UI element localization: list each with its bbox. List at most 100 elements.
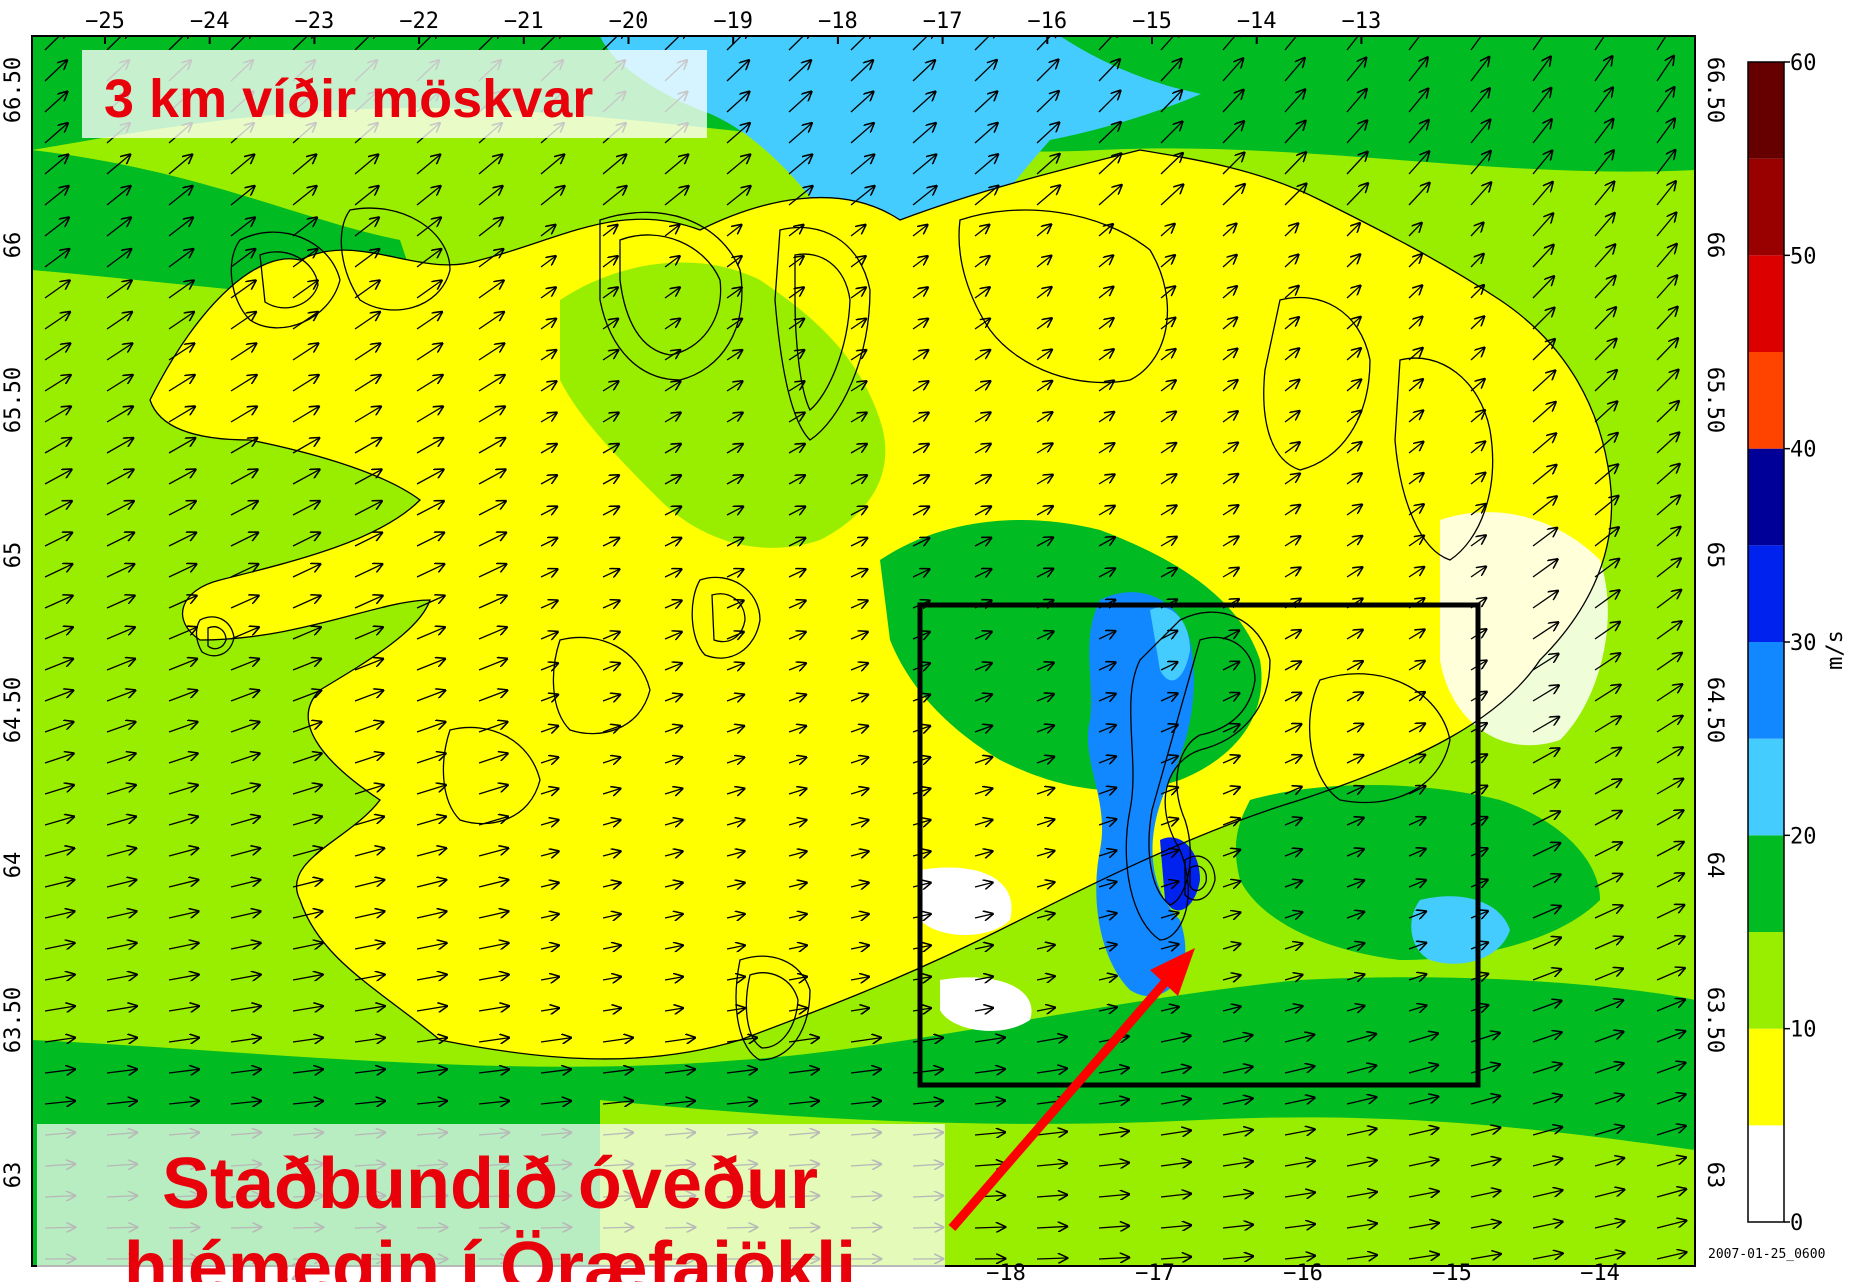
wind-vector [788,36,810,51]
wind-vector [602,256,617,268]
wind-vector [912,663,930,670]
wind-vector [292,1038,323,1042]
wind-vector [726,1101,757,1104]
wind-vector [168,249,193,268]
wind-vector [354,249,379,268]
wind-vector [540,1038,571,1042]
wind-vector [1408,183,1429,206]
wind-vector [416,218,441,237]
wind-vector [416,438,443,454]
wind-vector [1284,787,1302,794]
wind-vector [1346,724,1363,732]
wind-vector [1036,475,1053,485]
wind-vector [1098,600,1115,608]
wind-vector [1656,684,1682,702]
wind-vector [974,123,997,144]
wind-vector [1408,223,1421,237]
wind-vector [726,381,742,392]
wind-vector [106,596,134,609]
wind-vector [292,659,321,671]
wind-vector [974,632,992,639]
wind-vector [292,627,321,640]
wind-vector [540,820,558,825]
wind-vector [1656,1252,1686,1260]
wind-vector [106,1038,137,1042]
wind-vector [1656,810,1683,826]
wind-vector [726,444,743,454]
wind-vector [1408,1033,1438,1043]
wind-vector [1656,590,1681,609]
wind-vector [850,1038,881,1042]
wind-vector [850,789,868,794]
wind-vector [1408,473,1423,485]
wind-vector [850,945,869,949]
wind-vector [230,407,257,423]
wind-vector [1222,787,1240,794]
wind-vector [1160,318,1175,330]
wind-vector [478,36,500,51]
wind-vector [1098,569,1115,578]
wind-vector [1656,1221,1686,1229]
wind-vector [106,690,135,702]
wind-vector [44,690,73,702]
wind-vector [478,470,505,485]
wind-vector [168,501,196,516]
wind-vector [230,1069,261,1073]
wind-vector [602,475,619,485]
wind-vector [1594,465,1618,485]
wind-vector [416,596,444,609]
wind-vector [602,155,626,175]
legend-swatch [1748,352,1784,449]
wind-vector [726,1008,745,1011]
wind-vector [788,413,804,423]
wind-vector [788,288,804,299]
wind-vector [416,1069,447,1073]
wind-vector [726,475,743,485]
wind-vector [1532,622,1558,640]
wind-vector [1470,120,1490,144]
wind-vector [1346,787,1363,794]
wind-vector [478,344,504,361]
wind-vector [478,312,504,330]
callout-line-1: Staðbundið óveður [162,1144,818,1224]
wind-vector [44,1006,75,1011]
wind-vector [1470,723,1487,733]
top-tick-label: −24 [190,9,230,34]
wind-vector [974,1069,1005,1073]
wind-vector [1346,661,1363,671]
top-longitude-ticks: −25−24−23−22−21−20−19−18−17−16−15−14−13 [85,9,1381,44]
wind-vector [1036,569,1053,577]
wind-vector [602,632,620,639]
wind-vector [478,533,506,547]
wind-vector [44,533,72,547]
legend-level-label: 50 [1790,244,1817,269]
wind-vector [1160,287,1175,299]
wind-vector [416,186,440,206]
wind-vector [1656,150,1675,175]
wind-vector [1594,56,1612,82]
wind-vector [664,288,680,299]
wind-vector [1098,1163,1129,1166]
wind-vector [540,381,556,392]
wind-vector [726,757,744,763]
wind-vector [1470,692,1487,702]
wind-vector [664,1008,683,1011]
wind-vector [1098,694,1116,701]
wind-vector [912,851,930,856]
wind-vector [788,695,806,701]
wind-vector [912,475,929,485]
wind-vector [292,785,322,795]
wind-vector [354,470,381,485]
wind-vector [1284,1192,1315,1197]
wind-vector [850,601,867,608]
wind-vector [1284,630,1301,640]
wind-vector [912,507,929,516]
wind-vector [478,785,508,795]
legend-swatch [1748,62,1784,159]
wind-vector [1532,528,1557,547]
wind-vector [1284,912,1302,918]
wind-vector [230,564,258,578]
wind-vector [416,848,446,857]
wind-vector [912,319,928,330]
wind-vector [726,601,743,608]
